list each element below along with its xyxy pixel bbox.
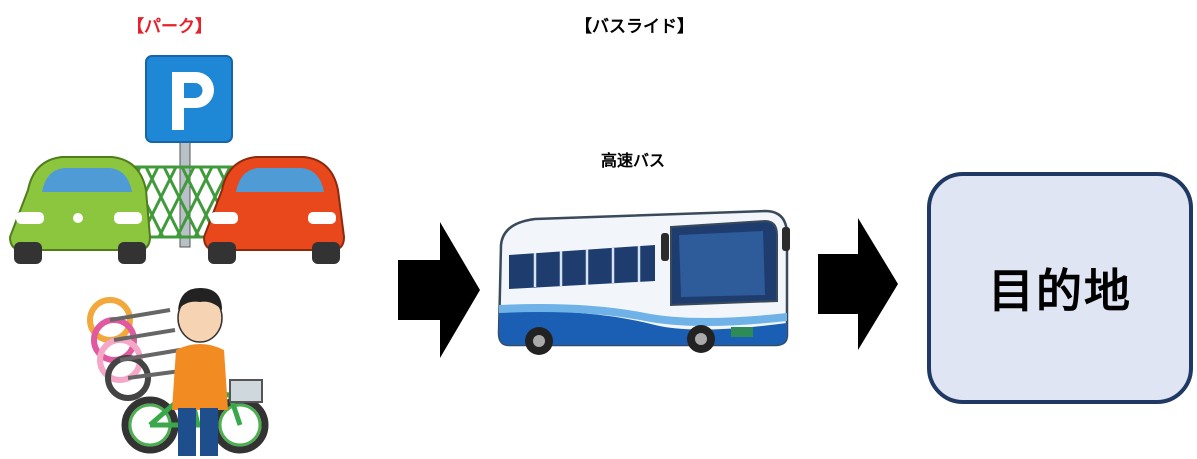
park-label: 【パーク】 (127, 17, 212, 37)
red-car-icon (202, 156, 346, 264)
destination-label: 目的地 (988, 264, 1132, 318)
person-with-bicycle-icon (172, 288, 228, 456)
parking-lot-illustration (8, 55, 346, 264)
destination-box: 目的地 (927, 172, 1193, 404)
bus-ride-label: 【バスライド】 (575, 17, 694, 37)
right-arrow-icon (398, 222, 480, 358)
bicycle-rack-icon (87, 297, 189, 401)
highway-bus-icon (497, 209, 790, 355)
green-car-icon (8, 156, 152, 264)
parking-sign-icon (145, 55, 233, 248)
bicycle-parking-illustration (87, 288, 269, 456)
bus-caption: 高速バス (601, 151, 666, 170)
right-arrow-icon (818, 218, 898, 350)
